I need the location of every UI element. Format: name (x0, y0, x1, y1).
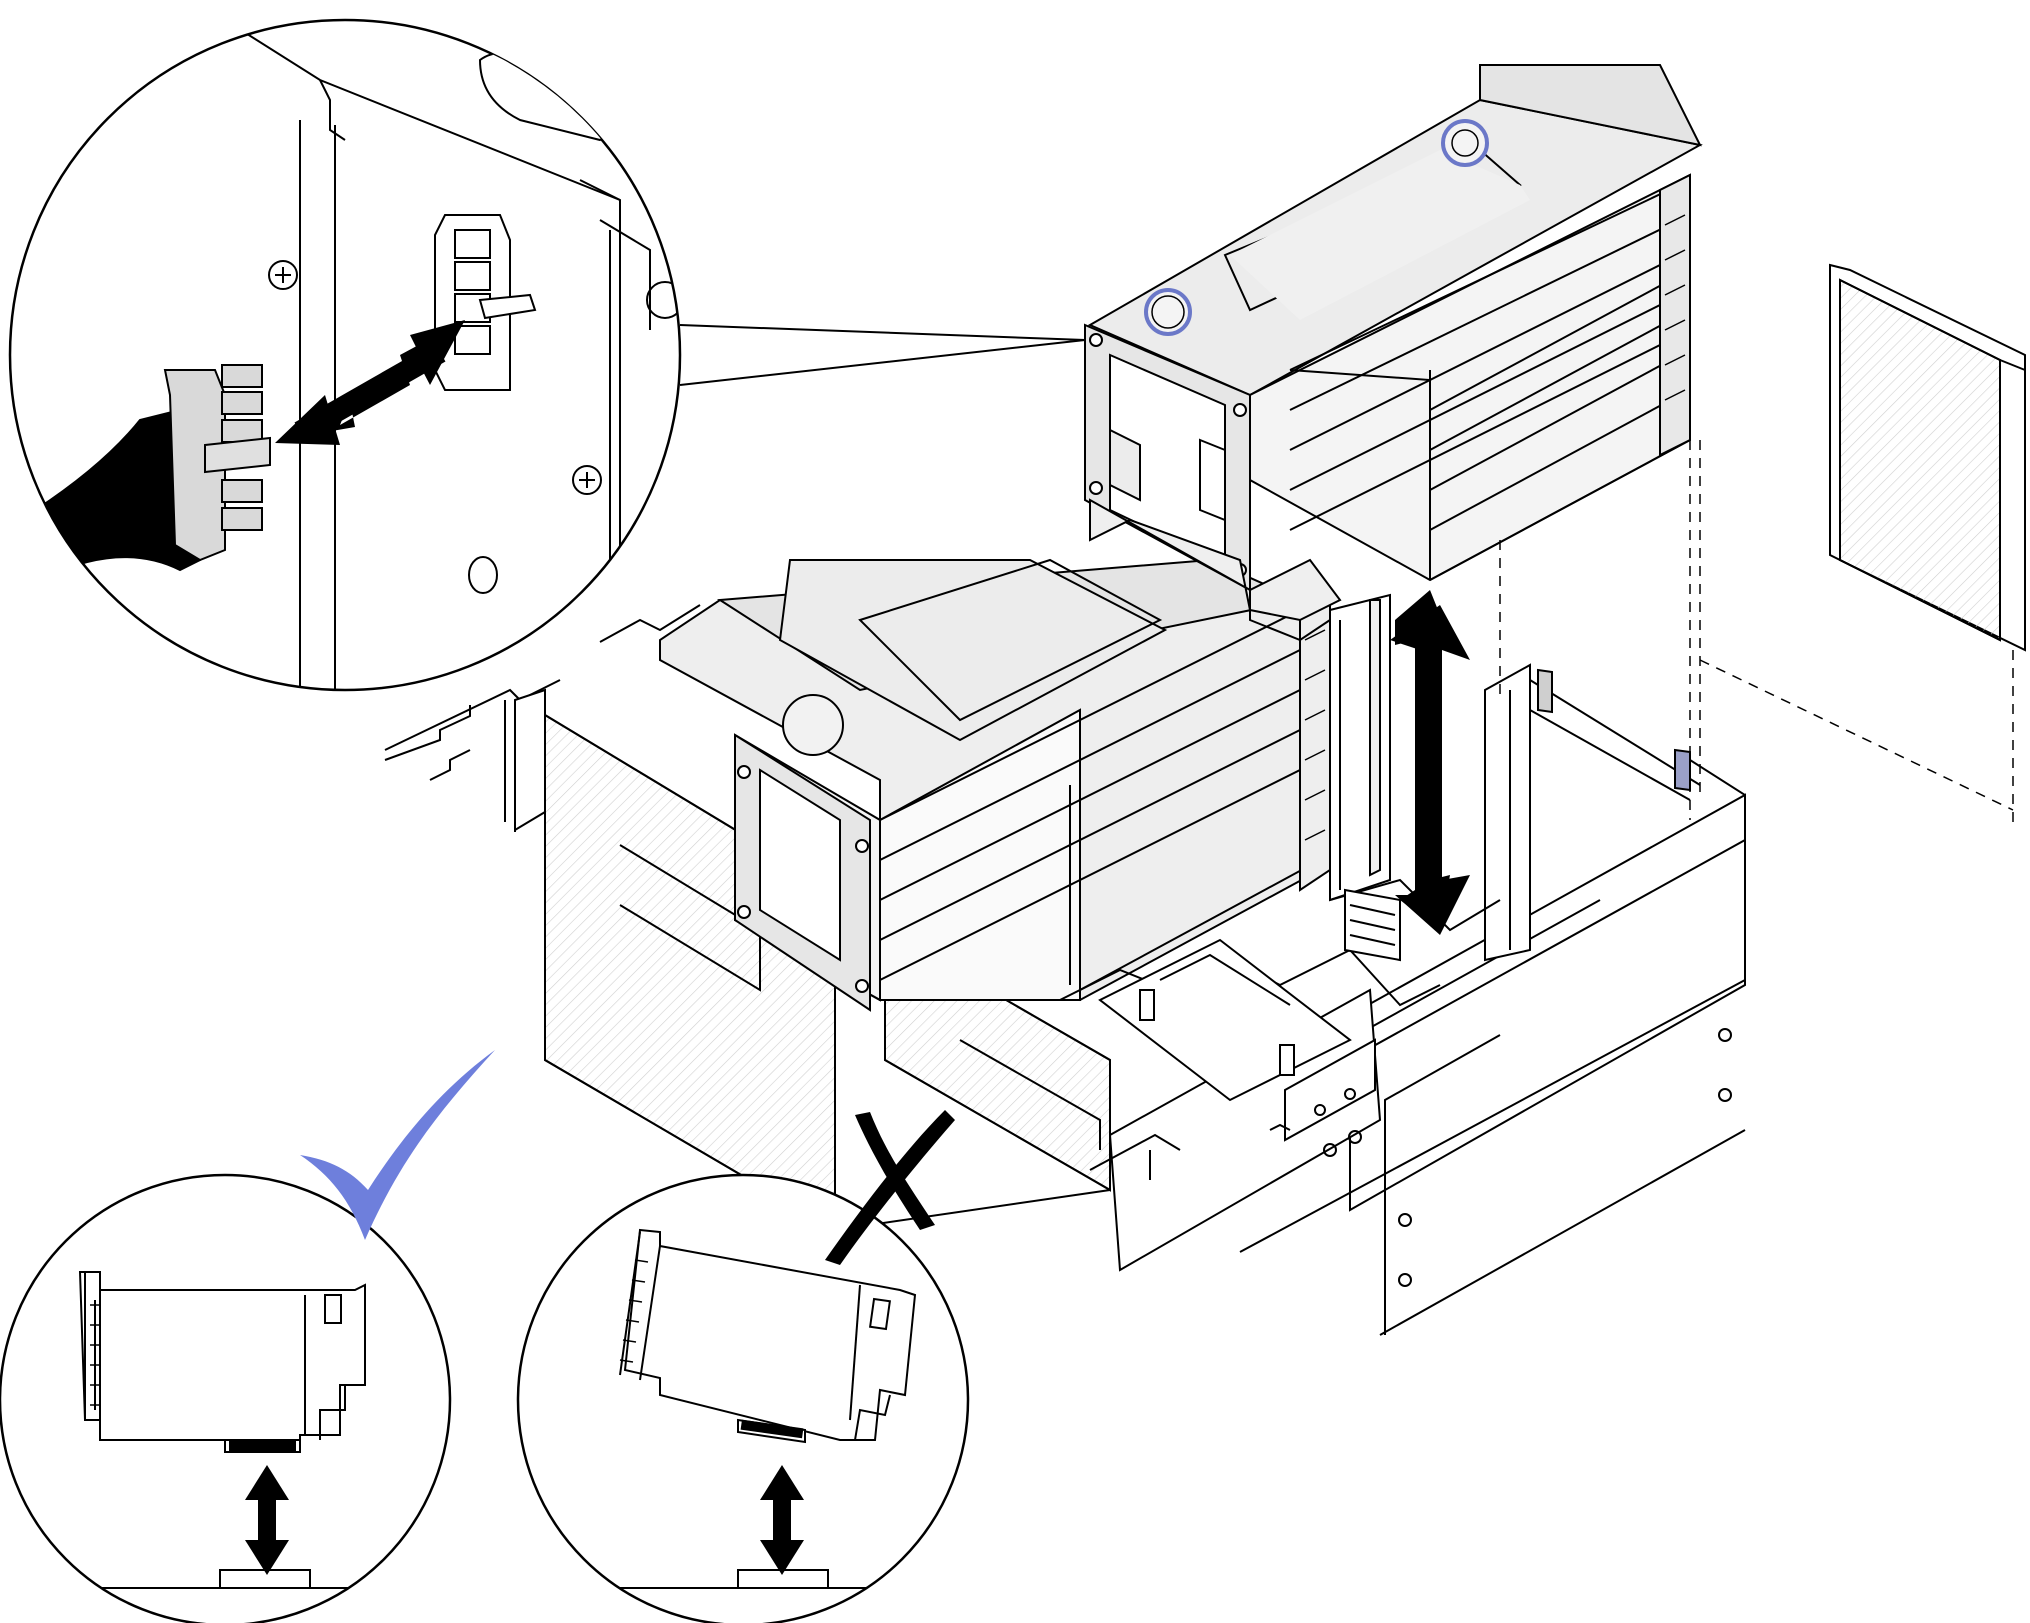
double-arrow-icon (245, 1465, 289, 1575)
double-arrow-icon (760, 1465, 804, 1575)
callout-incorrect-alignment (516, 1173, 970, 1623)
x-mark-icon (825, 1110, 955, 1265)
double-arrow-icon (1390, 590, 1470, 935)
checkmark-icon (300, 1050, 495, 1240)
server-chassis (384, 604, 1746, 1336)
slot-filler-panel (1829, 263, 2026, 652)
callout-correct-alignment (0, 1173, 452, 1623)
double-arrow-icon (275, 320, 465, 445)
callout-power-connector-detail (8, 18, 1086, 692)
riser-slot-area (1059, 593, 1701, 1180)
installed-riser-cage (659, 558, 1331, 1012)
riser-cage (1084, 64, 1703, 642)
